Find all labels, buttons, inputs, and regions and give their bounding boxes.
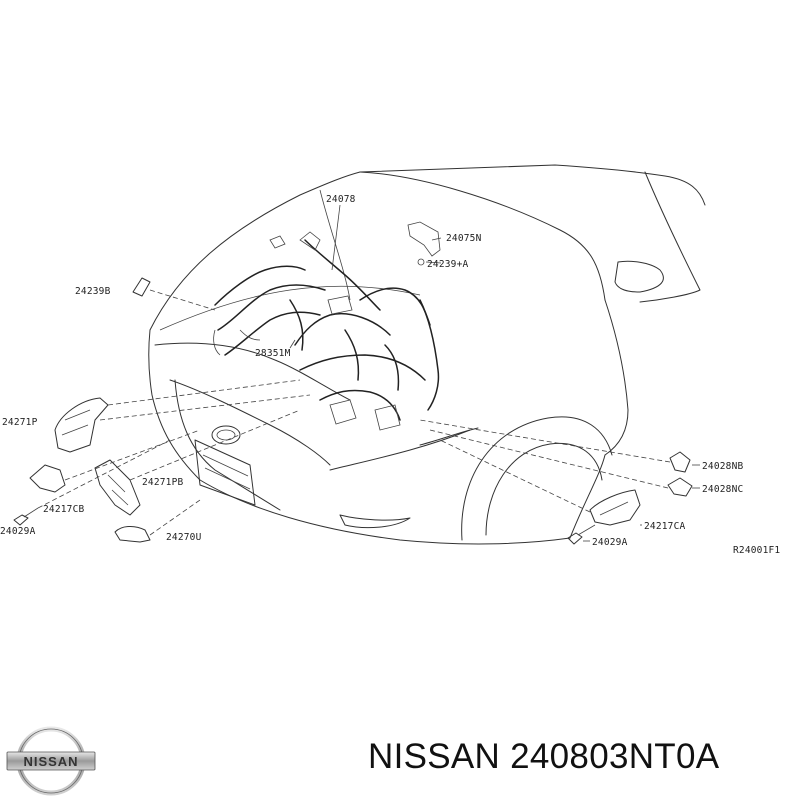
callout-labels: 24078 24075N 24239+A 24239B 28351M 24271… xyxy=(0,194,780,556)
callout-24217CA: 24217CA xyxy=(644,521,686,532)
callout-24239B: 24239B xyxy=(75,286,111,297)
callout-24029A-right: 24029A xyxy=(592,537,628,548)
callout-24028NB: 24028NB xyxy=(702,461,744,472)
callout-24271PB: 24271PB xyxy=(142,477,184,488)
callout-24270U: 24270U xyxy=(166,532,202,543)
callout-24271P: 24271P xyxy=(2,417,38,428)
callout-24239A: 24239+A xyxy=(427,259,469,270)
diagram-reference-code: R24001F1 xyxy=(733,545,780,556)
callout-24028NC: 24028NC xyxy=(702,484,743,495)
part-number-caption: NISSAN 240803NT0A xyxy=(368,737,720,776)
loose-parts xyxy=(13,277,693,545)
car-body-outline xyxy=(148,164,706,545)
callout-24078: 24078 xyxy=(326,194,356,205)
callout-24075N: 24075N xyxy=(446,233,482,244)
svg-text:NISSAN: NISSAN xyxy=(23,754,78,769)
nissan-logo: NISSAN xyxy=(6,726,96,796)
leader-lines xyxy=(37,204,700,542)
callout-28351M: 28351M xyxy=(255,348,291,359)
engine-room-harness xyxy=(213,221,441,431)
callout-24217CB: 24217CB xyxy=(43,504,85,515)
callout-24029A-left: 24029A xyxy=(0,526,36,537)
